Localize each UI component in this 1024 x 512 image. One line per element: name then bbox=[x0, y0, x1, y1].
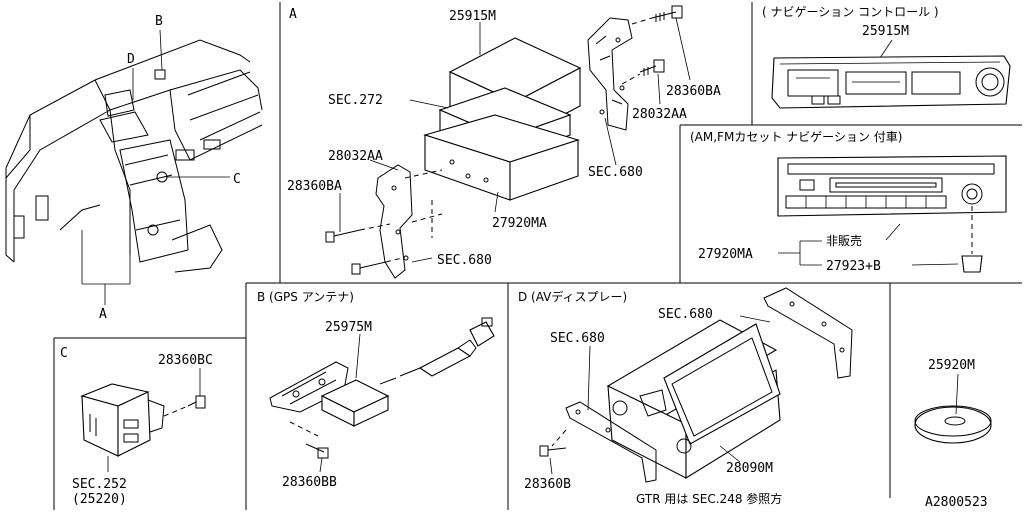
panel-b: B (GPS アンテナ) 25975M 28360BB bbox=[257, 290, 495, 490]
label-25915M-a: 25915M bbox=[449, 9, 496, 24]
panel-d-title: D (AVディスプレー) bbox=[518, 289, 627, 304]
label-27920MA-amfm: 27920MA bbox=[698, 247, 753, 262]
label-28360B: 28360B bbox=[524, 477, 571, 492]
label-25220: (25220) bbox=[72, 492, 127, 507]
label-not-sold: 非販売 bbox=[826, 233, 862, 248]
panel-disc: 25920M bbox=[914, 358, 992, 444]
dashboard-overview: D B C A bbox=[5, 14, 263, 322]
panel-amfm-title: (AM,FMカセット ナビゲーション 付車) bbox=[690, 130, 902, 144]
label-28090M: 28090M bbox=[726, 461, 773, 476]
label-28360BC: 28360BC bbox=[158, 353, 213, 368]
panel-amfm: (AM,FMカセット ナビゲーション 付車) 27920MA 非販売 27923… bbox=[690, 130, 1007, 274]
drawing-number: A2800523 bbox=[925, 495, 988, 510]
panel-frames bbox=[53, 2, 1022, 510]
label-27923B: 27923+B bbox=[826, 259, 881, 274]
panel-c: C 28360BC SEC.252 (25220) bbox=[60, 346, 213, 507]
label-28032AA-right: 28032AA bbox=[632, 107, 687, 122]
label-27920MA-a: 27920MA bbox=[492, 216, 547, 231]
label-sec680-bottom: SEC.680 bbox=[437, 253, 492, 268]
label-28360BA-left: 28360BA bbox=[287, 179, 342, 194]
label-25920M: 25920M bbox=[928, 358, 975, 373]
callout-B: B bbox=[155, 14, 163, 29]
label-25915M-nav: 25915M bbox=[862, 24, 909, 39]
label-sec680-d-top: SEC.680 bbox=[658, 307, 713, 322]
gtr-note: GTR 用は SEC.248 参照方 bbox=[636, 491, 782, 506]
panel-nav-control: ( ナビゲーション コントロール ) 25915M bbox=[762, 5, 1011, 109]
label-sec252: SEC.252 bbox=[72, 477, 127, 492]
panel-d: D (AVディスプレー) SEC.680 SEC.680 28090M 2836… bbox=[518, 287, 853, 506]
label-sec680-right: SEC.680 bbox=[588, 165, 643, 180]
panel-c-title: C bbox=[60, 346, 68, 361]
label-28360BA-right: 28360BA bbox=[666, 84, 721, 99]
label-28032AA-left: 28032AA bbox=[328, 149, 383, 164]
label-sec680-d-left: SEC.680 bbox=[550, 331, 605, 346]
panel-a-title: A bbox=[289, 7, 297, 22]
callout-A: A bbox=[99, 307, 107, 322]
panel-b-title: B (GPS アンテナ) bbox=[257, 290, 354, 304]
callout-D: D bbox=[127, 52, 135, 67]
callout-C: C bbox=[233, 172, 241, 187]
label-28360BB: 28360BB bbox=[282, 475, 337, 490]
panel-a: A bbox=[287, 5, 721, 279]
label-25975M: 25975M bbox=[325, 320, 372, 335]
label-sec272: SEC.272 bbox=[328, 93, 383, 108]
panel-nav-title: ( ナビゲーション コントロール ) bbox=[762, 5, 939, 19]
